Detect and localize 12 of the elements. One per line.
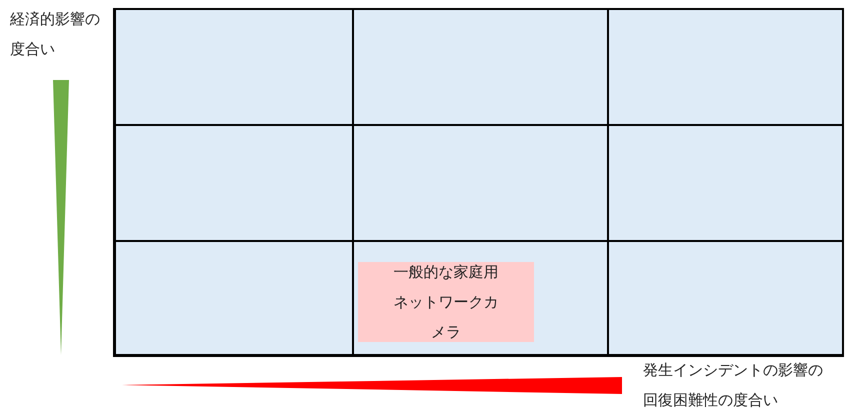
grid-cell — [353, 241, 608, 357]
axis-label: 経済的影響の度合い — [10, 9, 101, 60]
grid-cell — [608, 125, 844, 241]
grid-cell — [608, 241, 844, 357]
text-box: 一般的な家庭用ネットワークカメラ — [358, 262, 534, 342]
axis-label: 発生インシデントの影響の回復困難性の度合い — [643, 360, 824, 409]
grid-cell — [113, 241, 353, 357]
grid-cell — [353, 125, 608, 241]
grid-cell — [113, 125, 353, 241]
grid-cell — [113, 8, 353, 125]
grid-cell — [353, 8, 608, 125]
grid-cell — [608, 8, 844, 125]
